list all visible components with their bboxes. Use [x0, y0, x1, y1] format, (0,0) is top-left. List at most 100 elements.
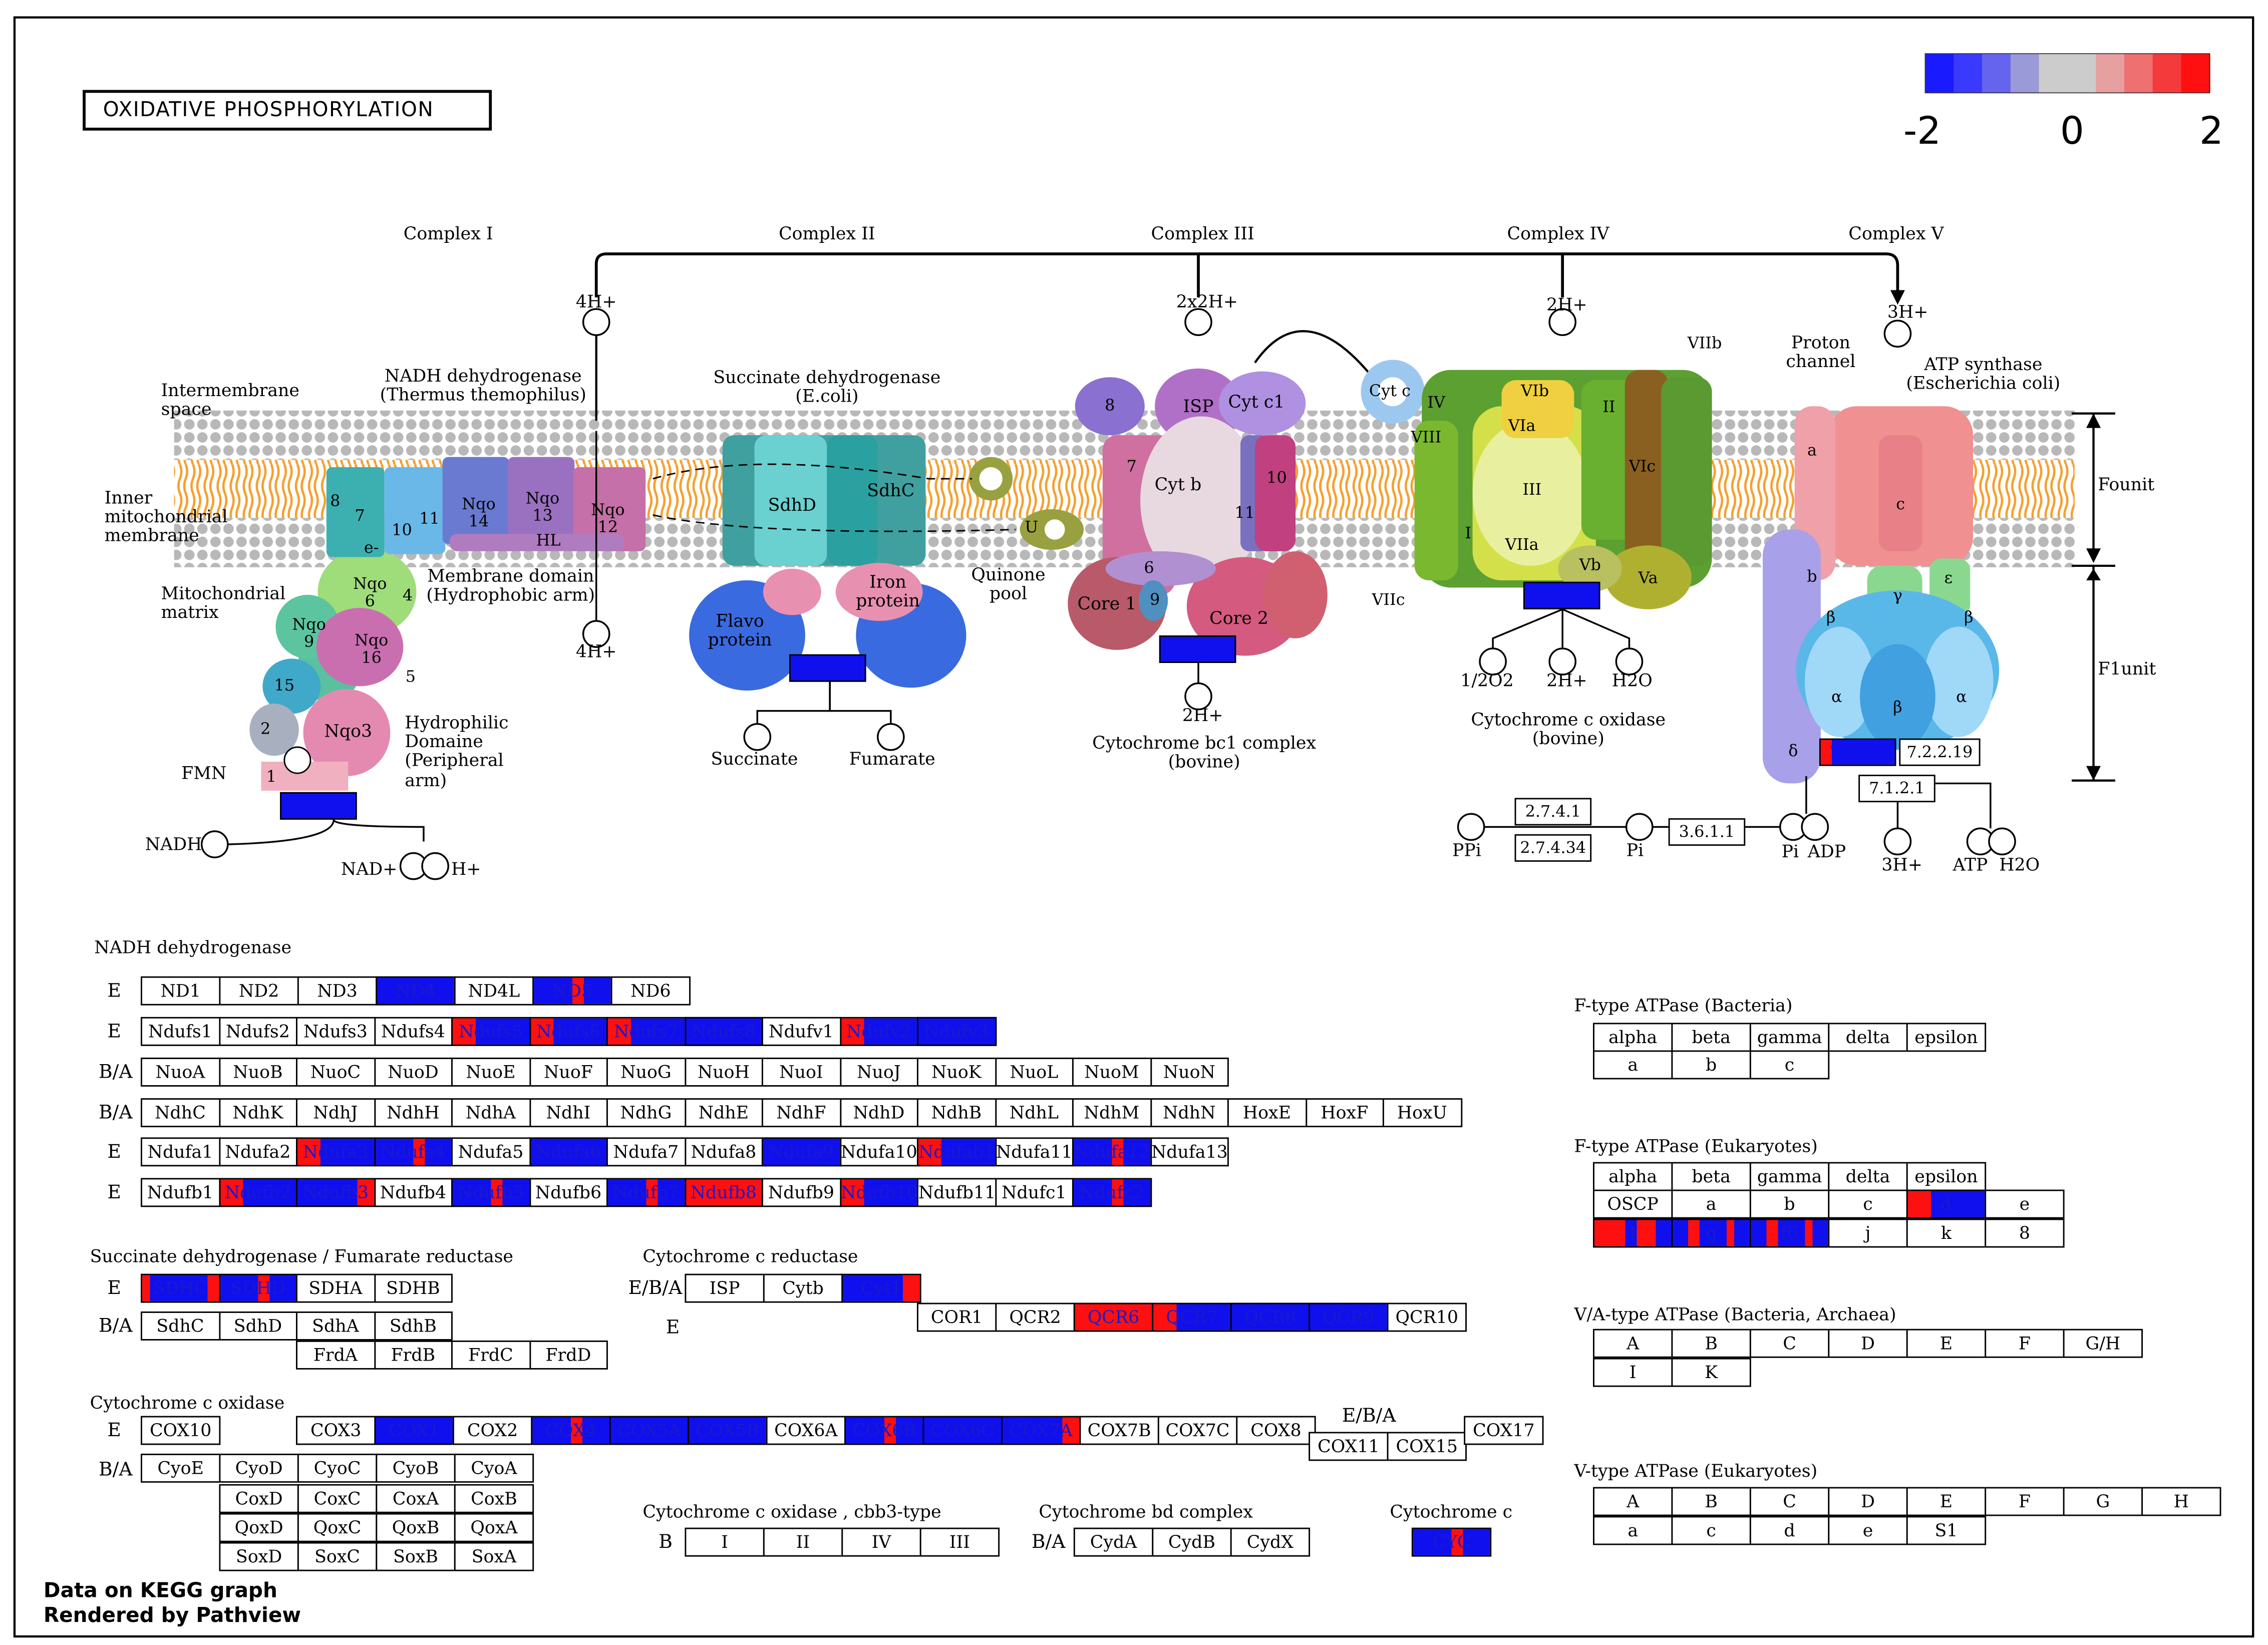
gene-box[interactable]: Ndufa3 — [296, 1137, 375, 1167]
gene-box[interactable]: Ndufb10 — [839, 1178, 918, 1207]
gene-box[interactable]: COX6A — [766, 1416, 846, 1445]
gene-box[interactable]: Ndufa8 — [684, 1137, 763, 1167]
gene-box[interactable]: SoxA — [454, 1542, 534, 1571]
gene-box[interactable]: SdhC — [141, 1311, 220, 1341]
gene-box[interactable]: Ndufb2 — [218, 1178, 297, 1207]
gene-box[interactable]: Cyt1 — [841, 1273, 921, 1303]
gene-box[interactable]: COX10 — [141, 1416, 221, 1445]
gene-box[interactable]: COX8 — [1236, 1416, 1316, 1445]
gene-box[interactable]: c — [1749, 1050, 1830, 1080]
gene-box[interactable]: Ndufs8 — [684, 1017, 763, 1046]
gene-box[interactable]: NuoE — [451, 1057, 530, 1087]
gene-box[interactable]: C — [1749, 1329, 1830, 1358]
gene-box[interactable]: f — [1593, 1218, 1673, 1248]
gene-box[interactable]: Ndufab1 — [916, 1137, 996, 1167]
gene-box[interactable]: QCR9 — [1309, 1302, 1389, 1332]
gene-box[interactable]: COX6C — [922, 1416, 1003, 1445]
gene-box[interactable]: II — [763, 1527, 843, 1557]
gene-box[interactable]: ND4 — [376, 976, 456, 1006]
gene-box[interactable]: QCR10 — [1387, 1302, 1467, 1332]
gene-box[interactable]: NdhM — [1072, 1098, 1151, 1128]
gene-box[interactable]: Ndufa2 — [218, 1137, 297, 1167]
gene-box[interactable]: Ndufb6 — [528, 1178, 608, 1207]
gene-box[interactable]: Ndufa7 — [606, 1137, 686, 1167]
gene-box[interactable]: alpha — [1593, 1023, 1673, 1052]
gene-box[interactable]: QCR7 — [1152, 1302, 1232, 1332]
gene-box[interactable]: NdhL — [994, 1098, 1074, 1128]
gene-box[interactable]: NuoJ — [839, 1057, 918, 1087]
gene-box[interactable]: d — [1906, 1189, 1987, 1219]
gene-box[interactable]: ND1 — [141, 976, 221, 1006]
gene-box[interactable]: CyoA — [454, 1453, 534, 1483]
gene-box[interactable]: CyoE — [141, 1453, 221, 1483]
gene-box[interactable]: SoxD — [219, 1542, 299, 1571]
gene-box[interactable]: NuoF — [528, 1057, 608, 1087]
gene-box[interactable]: Ndufs6 — [528, 1017, 608, 1046]
gene-box[interactable]: beta — [1671, 1162, 1751, 1191]
gene-box[interactable]: gamma — [1749, 1023, 1830, 1052]
gene-box[interactable]: SDHC — [141, 1273, 220, 1303]
gene-box[interactable]: k — [1906, 1218, 1987, 1248]
gene-box[interactable]: ISP — [685, 1273, 765, 1303]
gene-box[interactable]: HoxU — [1382, 1098, 1462, 1128]
gene-box[interactable]: Ndufb4 — [374, 1178, 453, 1207]
gene-box[interactable]: HoxF — [1305, 1098, 1384, 1128]
gene-box[interactable]: NdhD — [839, 1098, 918, 1128]
gene-box[interactable]: CoxA — [376, 1484, 456, 1513]
gene-box[interactable]: CydA — [1073, 1527, 1154, 1557]
gene-box[interactable]: COX7C — [1157, 1416, 1238, 1445]
ec-7-1-1-9[interactable]: 7.1.1.9 — [1523, 581, 1600, 609]
gene-box[interactable]: Ndufs2 — [218, 1017, 297, 1046]
gene-box[interactable]: CyoD — [219, 1453, 299, 1483]
gene-box[interactable]: NuoI — [761, 1057, 841, 1087]
gene-box[interactable]: ND3 — [297, 976, 378, 1006]
gene-box[interactable]: COX2 — [452, 1416, 533, 1445]
gene-box[interactable]: D — [1828, 1487, 1908, 1516]
ec-3-6-1-1[interactable]: 3.6.1.1 — [1668, 818, 1746, 846]
gene-box[interactable]: K — [1671, 1358, 1751, 1387]
gene-box[interactable]: j — [1828, 1218, 1908, 1248]
gene-box[interactable]: Ndufv1 — [761, 1017, 841, 1046]
gene-box[interactable]: Ndufs3 — [296, 1017, 375, 1046]
gene-box[interactable]: e — [1985, 1189, 2065, 1219]
gene-box[interactable]: FrdC — [451, 1340, 530, 1370]
gene-box[interactable]: ND4L — [454, 976, 534, 1006]
gene-box[interactable]: S1 — [1906, 1516, 1987, 1545]
gene-box[interactable]: CoxB — [454, 1484, 534, 1513]
gene-box[interactable]: FrdA — [296, 1340, 375, 1370]
gene-box[interactable]: gamma — [1749, 1162, 1830, 1191]
gene-box[interactable]: COR1 — [916, 1302, 997, 1332]
gene-box[interactable]: d — [1749, 1516, 1830, 1545]
gene-box[interactable]: NdhE — [684, 1098, 763, 1128]
gene-box[interactable]: QoxD — [219, 1513, 299, 1542]
gene-box[interactable]: alpha — [1593, 1162, 1673, 1191]
gene-box[interactable]: epsilon — [1906, 1023, 1987, 1052]
gene-box[interactable]: Ndufb8 — [684, 1178, 763, 1207]
gene-box[interactable]: ND6 — [610, 976, 691, 1006]
ec-1-3-5-1[interactable]: 1.3.5.1 — [789, 654, 866, 682]
ec-7-1-2-1[interactable]: 7.1.2.1 — [1858, 775, 1935, 803]
gene-box[interactable]: SDHA — [296, 1273, 375, 1303]
gene-box[interactable]: F — [1985, 1329, 2065, 1358]
gene-box[interactable]: CoxD — [219, 1484, 299, 1513]
gene-box[interactable]: SDHD — [218, 1273, 297, 1303]
gene-box[interactable]: NdhC — [141, 1098, 220, 1128]
gene-box[interactable]: delta — [1828, 1023, 1908, 1052]
gene-box[interactable]: beta — [1671, 1023, 1751, 1052]
gene-box[interactable]: Ndufs1 — [141, 1017, 220, 1046]
gene-box[interactable]: Ndufa9 — [761, 1137, 841, 1167]
gene-box[interactable]: Ndufa13 — [1149, 1137, 1229, 1167]
gene-box[interactable]: g — [1671, 1218, 1751, 1248]
gene-box[interactable]: COX15 — [1387, 1432, 1467, 1461]
gene-box[interactable]: NdhF — [761, 1098, 841, 1128]
gene-box[interactable]: ND5 — [532, 976, 612, 1006]
gene-box[interactable]: CoxC — [297, 1484, 378, 1513]
gene-box[interactable]: NuoN — [1149, 1057, 1229, 1087]
gene-box[interactable]: OSCP — [1593, 1189, 1673, 1219]
gene-box[interactable]: CydX — [1230, 1527, 1311, 1557]
gene-box[interactable]: QCR6 — [1073, 1302, 1154, 1332]
gene-box[interactable]: HoxE — [1227, 1098, 1307, 1128]
gene-box[interactable]: CyoB — [376, 1453, 456, 1483]
gene-box[interactable]: E — [1906, 1487, 1987, 1516]
gene-box[interactable]: NdhK — [218, 1098, 297, 1128]
